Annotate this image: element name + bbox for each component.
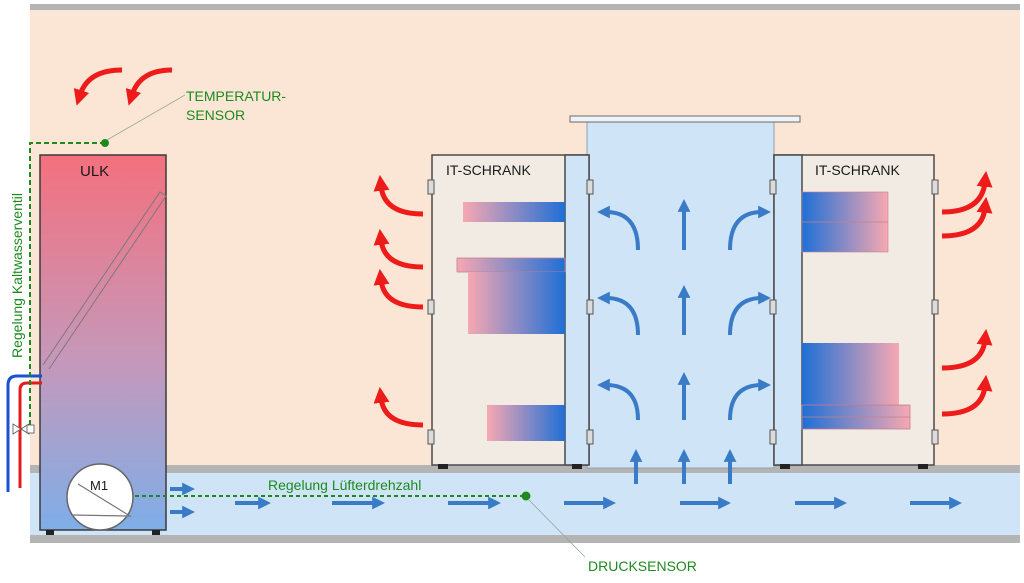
- rack-left-label: IT-SCHRANK: [446, 162, 531, 178]
- cold-air-arrow: [728, 378, 771, 421]
- rack-right-label: IT-SCHRANK: [815, 162, 900, 178]
- temperature-sensor-dot: [101, 139, 109, 147]
- cold-air-arrows-floor: [170, 482, 962, 519]
- warm-air-arrow: [373, 228, 424, 270]
- floor-bottom: [30, 535, 1020, 543]
- cold-aisle-roof: [569, 115, 801, 123]
- warm-air-arrow: [941, 170, 993, 215]
- pressure-sensor-leader: [527, 498, 586, 558]
- warm-air-arrow: [125, 67, 173, 106]
- warm-air-arrow: [373, 174, 424, 217]
- temperature-sensor-label-line2: SENSOR: [186, 107, 245, 123]
- it-rack-left: IT-SCHRANK: [427, 154, 594, 469]
- cold-air-arrow: [597, 291, 640, 336]
- it-rack-right: IT-SCHRANK: [769, 154, 939, 469]
- valve-control-line: [29, 142, 104, 425]
- server-left-1: [463, 202, 565, 222]
- pressure-sensor-dot: [521, 491, 531, 501]
- ulk-label: ULK: [80, 163, 109, 180]
- warm-air-arrows-top: [73, 67, 173, 106]
- temperature-sensor-leader: [106, 94, 186, 141]
- cold-air-arrow: [728, 291, 771, 336]
- pressure-sensor-label: DRUCKSENSOR: [588, 558, 697, 574]
- cold-air-arrows-aisle: [597, 199, 771, 484]
- warm-air-arrow: [941, 196, 993, 239]
- server-right-2: [802, 343, 899, 405]
- server-left-4: [487, 405, 565, 441]
- valve-control-label: Regelung Kaltwasserventil: [9, 193, 25, 358]
- heat-exchanger-coil: [42, 191, 167, 370]
- ceiling-wall: [30, 4, 1020, 10]
- temperature-sensor-label-line1: TEMPERATUR-: [186, 88, 286, 104]
- warm-air-arrow: [373, 268, 424, 310]
- fan-control-label: Regelung Lüfterdrehzahl: [268, 477, 421, 493]
- chilled-water-return-pipe: [18, 381, 42, 488]
- chilled-water-supply-pipe: [6, 374, 42, 492]
- server-left-2: [456, 257, 566, 273]
- cold-air-arrow: [597, 205, 640, 251]
- cold-air-arrow: [728, 205, 771, 251]
- warm-air-arrows-right: [941, 170, 993, 417]
- warm-air-arrow: [941, 328, 993, 371]
- warm-air-arrow: [73, 67, 123, 106]
- motor-label: M1: [90, 478, 108, 493]
- warm-air-arrow: [941, 374, 993, 417]
- cold-air-arrow: [597, 378, 640, 421]
- raised-floor-plenum: [30, 473, 1020, 535]
- server-left-3: [468, 272, 565, 334]
- rack-left-door: [564, 154, 590, 466]
- warm-air-arrows-left: [373, 174, 424, 428]
- ulk-cooling-unit: ULK M1: [39, 154, 167, 535]
- raised-floor-top: [30, 465, 1020, 473]
- warm-air-arrow: [373, 386, 424, 428]
- rack-right-door: [773, 154, 803, 466]
- cold-aisle: [586, 119, 775, 469]
- cold-water-valve: [12, 423, 35, 435]
